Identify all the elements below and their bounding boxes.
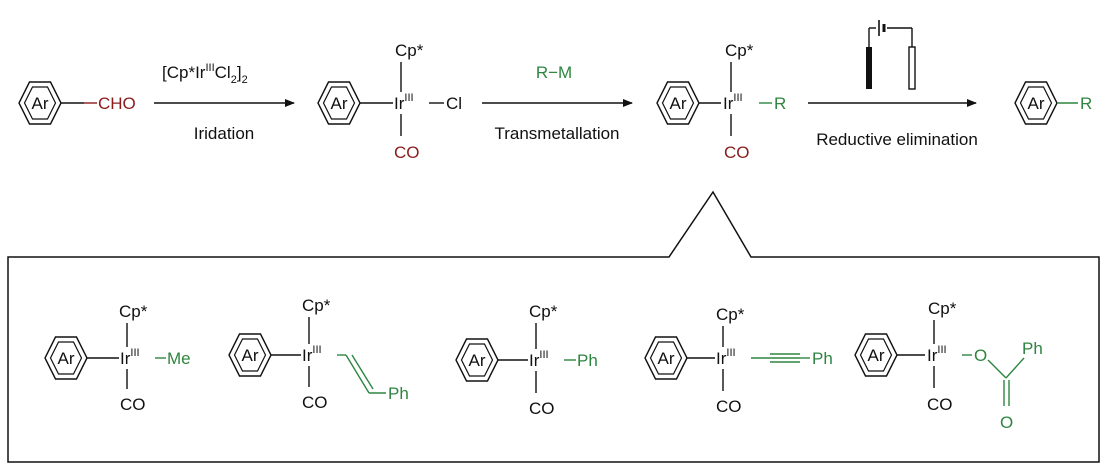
- iridium-label: IrIII: [120, 347, 140, 368]
- iridation-label: Iridation: [194, 124, 254, 143]
- carbonyl-oxygen-label: O: [1000, 413, 1013, 432]
- carbonyl-label: CO: [120, 395, 146, 414]
- iridium-label: IrIII: [723, 92, 743, 113]
- r-group-label: R: [1080, 94, 1092, 113]
- carboxylate-bonds: [987, 357, 1025, 406]
- methyl-label: Me: [167, 349, 191, 368]
- transmetallation-step: R−M Transmetallation: [482, 63, 633, 143]
- iridium-label: IrIII: [927, 344, 947, 365]
- aryl-label: Ar: [242, 346, 259, 365]
- r-group-label: R: [774, 94, 786, 113]
- product-molecule: Ar R: [1014, 81, 1092, 125]
- iridium-label: IrIII: [302, 344, 322, 365]
- reductive-elimination-step: Reductive elimination: [808, 20, 978, 149]
- carbonyl-label: CO: [529, 399, 555, 418]
- cp-star-label: Cp*: [725, 41, 754, 60]
- cp-star-label: Cp*: [302, 296, 331, 315]
- styryl-iridium-complex: Ar Cp* IrIII Ph CO: [228, 296, 409, 412]
- methyl-iridium-complex: Ar Cp* IrIII Me CO: [44, 302, 191, 414]
- aldehyde-label: CHO: [98, 94, 136, 113]
- aryl-label: Ar: [670, 94, 687, 113]
- cp-star-label: Cp*: [716, 305, 745, 324]
- benzoate-iridium-complex: Ar Cp* IrIII O Ph O CO: [854, 299, 1043, 432]
- aryl-label: Ar: [658, 349, 675, 368]
- phenyl-iridium-complex: Ar Cp* IrIII Ph CO: [455, 302, 598, 418]
- phenylethynyl-iridium-complex: Ar Cp* IrIII Ph CO: [644, 305, 833, 416]
- carbonyl-label: CO: [302, 393, 328, 412]
- iridium-label: IrIII: [394, 92, 414, 113]
- aryl-label: Ar: [469, 351, 486, 370]
- aryl-iridium-r-complex: Ar Cp* IrIII R CO: [656, 41, 786, 162]
- cp-star-label: Cp*: [529, 302, 558, 321]
- aryl-label: Ar: [32, 94, 49, 113]
- electrochemical-cell-icon: [866, 20, 916, 90]
- cp-star-label: Cp*: [119, 302, 148, 321]
- iridation-step: [Cp*IrIIICl2]2 Iridation: [154, 62, 295, 143]
- callout-box: [7, 190, 1100, 463]
- transmetallation-label: Transmetallation: [494, 124, 619, 143]
- reductive-elimination-label: Reductive elimination: [816, 130, 978, 149]
- phenyl-label: Ph: [388, 384, 409, 403]
- cp-star-label: Cp*: [928, 299, 957, 318]
- aryl-iridium-chloride-complex: Ar Cp* IrIII Cl CO: [317, 41, 462, 162]
- carbonyl-label: CO: [394, 143, 420, 162]
- styryl-vinyl-bonds: [337, 354, 386, 394]
- carbonyl-label: CO: [716, 397, 742, 416]
- iridium-label: IrIII: [529, 349, 549, 370]
- aryl-label: Ar: [58, 349, 75, 368]
- iridium-label: IrIII: [716, 347, 736, 368]
- organometallic-reagent: R−M: [536, 63, 572, 82]
- ester-oxygen-label: O: [974, 346, 987, 365]
- aryl-label: Ar: [868, 346, 885, 365]
- aryl-label: Ar: [331, 94, 348, 113]
- iridation-reagent: [Cp*IrIIICl2]2: [162, 62, 248, 86]
- phenyl-label: Ph: [577, 351, 598, 370]
- carbonyl-label: CO: [724, 143, 750, 162]
- aryl-label: Ar: [1028, 94, 1045, 113]
- chloride-label: Cl: [446, 94, 462, 113]
- cp-star-label: Cp*: [395, 41, 424, 60]
- benzaldehyde-molecule: Ar CHO: [18, 81, 136, 125]
- carbonyl-label: CO: [927, 395, 953, 414]
- phenyl-label: Ph: [1022, 339, 1043, 358]
- alkyne-triple-bond: [751, 353, 810, 363]
- phenyl-label: Ph: [812, 349, 833, 368]
